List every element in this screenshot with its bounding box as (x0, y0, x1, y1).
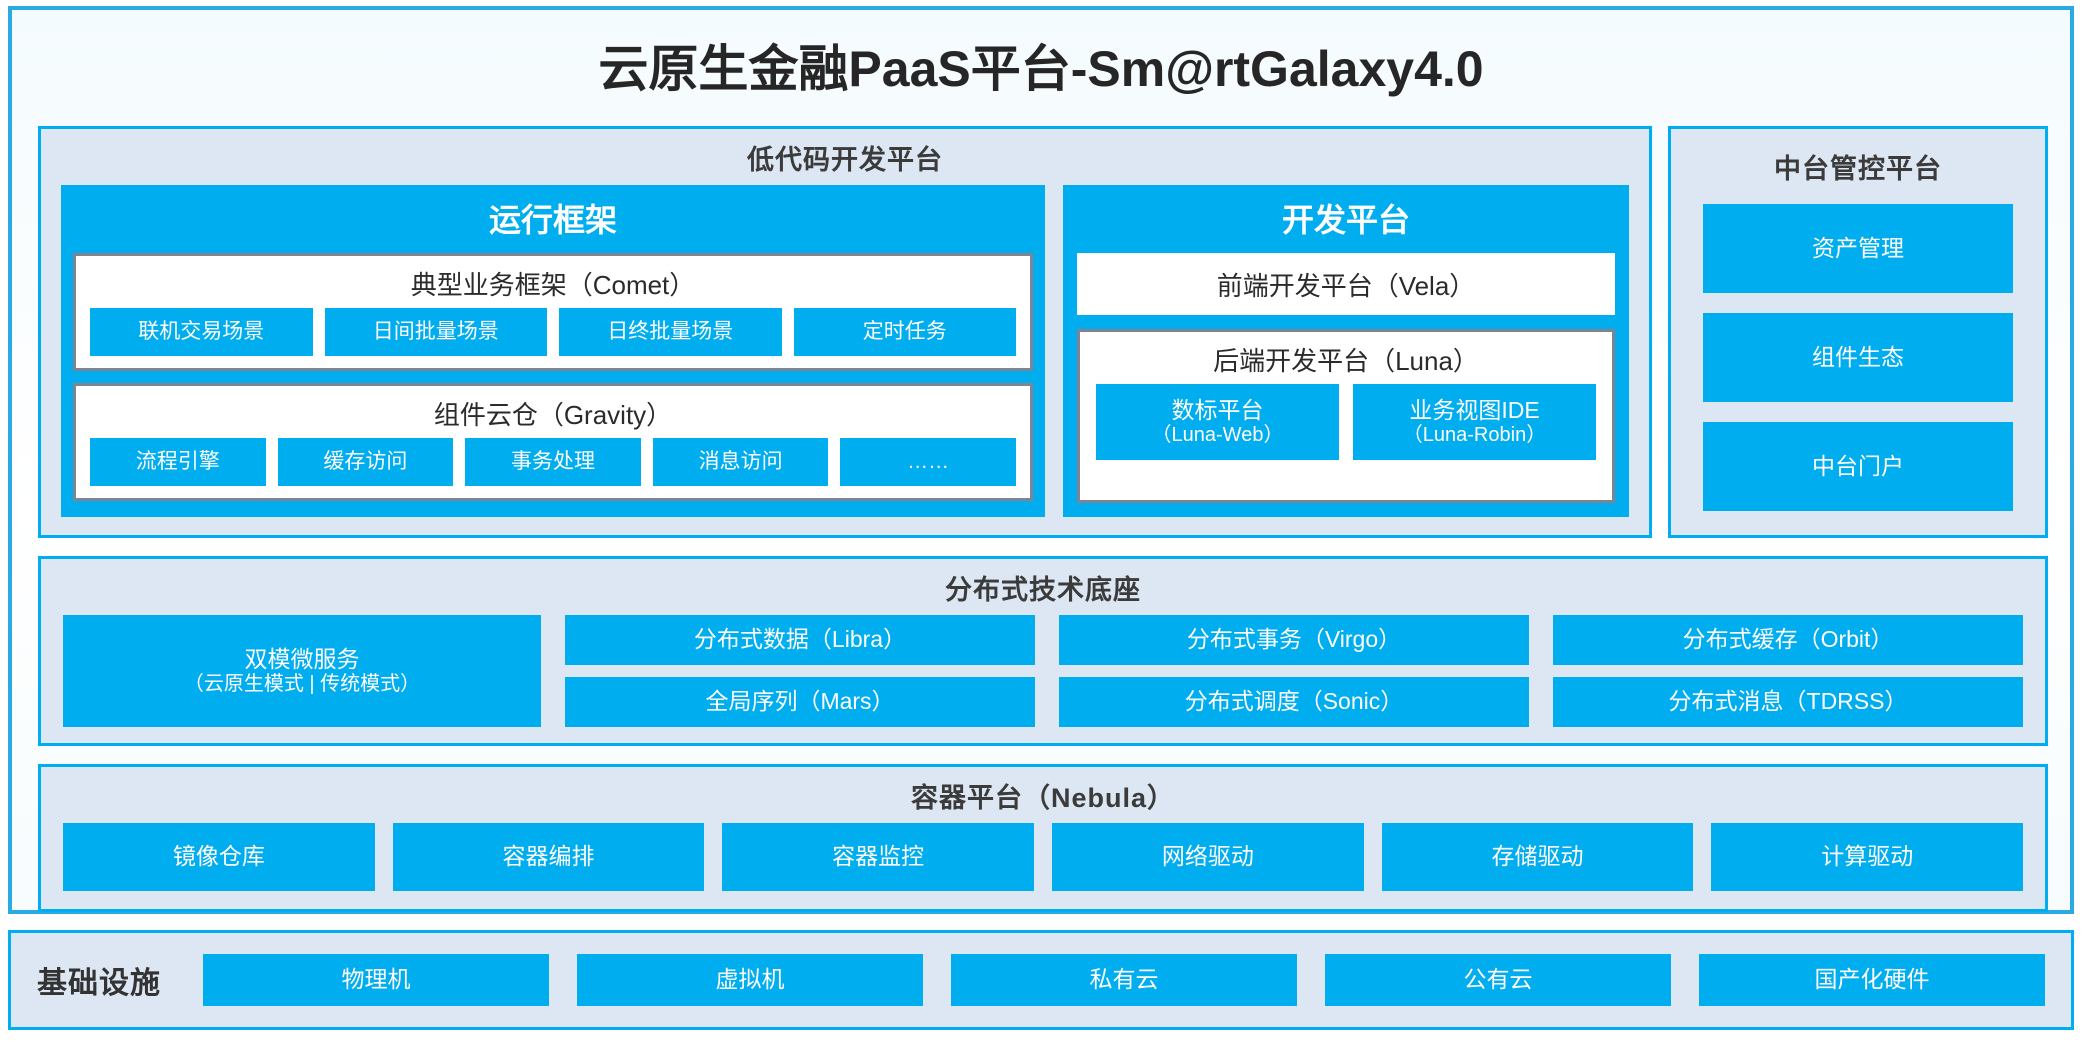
comet-group-title: 典型业务框架（Comet） (410, 270, 696, 300)
runtime-framework-box: 运行框架 典型业务框架（Comet） 联机交易场景 日间批量场景 日终批量场景 … (61, 185, 1045, 517)
tile-container-monitoring[interactable]: 容器监控 (722, 823, 1035, 891)
tile-message-access[interactable]: 消息访问 (652, 438, 829, 486)
tile-container-orchestration[interactable]: 容器编排 (392, 823, 705, 891)
gravity-chip-row: 流程引擎 缓存访问 事务处理 消息访问 …… (76, 438, 1030, 486)
tile-intraday-batch-scenario[interactable]: 日间批量场景 (324, 308, 547, 356)
tile-physical-machine[interactable]: 物理机 (203, 954, 549, 1006)
tile-luna-web[interactable]: 数标平台 （Luna-Web） (1096, 384, 1339, 460)
page-title-bar: 云原生金融PaaS平台-Sm@rtGalaxy4.0 (12, 10, 2070, 120)
row-platforms: 低代码开发平台 运行框架 典型业务框架（Comet） 联机交易场景 日间批量场景… (38, 126, 2048, 538)
tile-domestic-hardware[interactable]: 国产化硬件 (1699, 954, 2045, 1006)
container-platform-panel: 容器平台（Nebula） 镜像仓库 容器编排 容器监控 网络驱动 存储驱动 计算… (38, 764, 2048, 912)
tile-distributed-scheduling-sonic[interactable]: 分布式调度（Sonic） (1059, 677, 1529, 727)
tile-dual-mode-modes: （云原生模式 | 传统模式） (183, 672, 421, 695)
comet-group: 典型业务框架（Comet） 联机交易场景 日间批量场景 日终批量场景 定时任务 (73, 253, 1033, 371)
development-platform-title: 开发平台 (1281, 202, 1410, 238)
tile-compute-driver[interactable]: 计算驱动 (1711, 823, 2024, 891)
development-platform-box: 开发平台 前端开发平台（Vela） 后端开发平台（Luna） 数标平台 （Lun… (1063, 185, 1629, 517)
main-frame: 云原生金融PaaS平台-Sm@rtGalaxy4.0 低代码开发平台 运行框架 … (8, 6, 2074, 914)
tile-image-registry[interactable]: 镜像仓库 (63, 823, 375, 891)
midoffice-platform-panel: 中台管控平台 资产管理 组件生态 中台门户 (1668, 126, 2048, 538)
lowcode-platform-body: 运行框架 典型业务框架（Comet） 联机交易场景 日间批量场景 日终批量场景 … (41, 185, 1649, 535)
tile-process-engine[interactable]: 流程引擎 (90, 438, 266, 486)
tile-luna-web-code: （Luna-Web） (1151, 423, 1284, 446)
tile-virtual-machine[interactable]: 虚拟机 (577, 954, 923, 1006)
distributed-base-body: 双模微服务 （云原生模式 | 传统模式） 分布式数据（Libra） 全局序列（M… (41, 615, 2045, 743)
tile-dual-mode-name: 双模微服务 (244, 645, 360, 672)
gravity-group: 组件云仓（Gravity） 流程引擎 缓存访问 事务处理 消息访问 …… (73, 383, 1033, 501)
tile-luna-robin[interactable]: 业务视图IDE （Luna-Robin） (1353, 384, 1596, 460)
tile-distributed-cache-orbit[interactable]: 分布式缓存（Orbit） (1553, 615, 2023, 665)
tile-eod-batch-scenario[interactable]: 日终批量场景 (559, 308, 782, 356)
page-title: 云原生金融PaaS平台-Sm@rtGalaxy4.0 (598, 41, 1484, 97)
tile-global-sequence-mars[interactable]: 全局序列（Mars） (565, 677, 1035, 727)
comet-chip-row: 联机交易场景 日间批量场景 日终批量场景 定时任务 (76, 308, 1030, 356)
tile-more-ellipsis[interactable]: …… (840, 438, 1016, 486)
tile-transaction-processing[interactable]: 事务处理 (465, 438, 641, 486)
tile-distributed-message-tdrss[interactable]: 分布式消息（TDRSS） (1553, 677, 2023, 727)
tile-public-cloud[interactable]: 公有云 (1325, 954, 1671, 1006)
container-platform-items: 镜像仓库 容器编排 容器监控 网络驱动 存储驱动 计算驱动 (41, 823, 2045, 909)
tile-component-ecosystem[interactable]: 组件生态 (1703, 313, 2013, 402)
dual-mode-microservice-col: 双模微服务 （云原生模式 | 传统模式） (63, 615, 541, 727)
runtime-framework-title: 运行框架 (488, 202, 617, 238)
tile-scheduled-task[interactable]: 定时任务 (793, 308, 1016, 356)
tile-private-cloud[interactable]: 私有云 (951, 954, 1297, 1006)
luna-chip-row: 数标平台 （Luna-Web） 业务视图IDE （Luna-Robin） (1080, 384, 1612, 460)
distributed-col-1: 分布式数据（Libra） 全局序列（Mars） (565, 615, 1035, 727)
tile-distributed-data-libra[interactable]: 分布式数据（Libra） (565, 615, 1035, 665)
tile-storage-driver[interactable]: 存储驱动 (1381, 823, 1694, 891)
frontend-platform-vela[interactable]: 前端开发平台（Vela） (1077, 253, 1615, 315)
backend-platform-luna-group: 后端开发平台（Luna） 数标平台 （Luna-Web） (1077, 329, 1615, 503)
backend-platform-luna-title: 后端开发平台（Luna） (1213, 346, 1479, 376)
tile-luna-robin-code: （Luna-Robin） (1402, 423, 1547, 446)
tile-distributed-transaction-virgo[interactable]: 分布式事务（Virgo） (1059, 615, 1529, 665)
distributed-col-3: 分布式缓存（Orbit） 分布式消息（TDRSS） (1553, 615, 2023, 727)
tile-network-driver[interactable]: 网络驱动 (1052, 823, 1364, 891)
lowcode-platform-panel: 低代码开发平台 运行框架 典型业务框架（Comet） 联机交易场景 日间批量场景… (38, 126, 1652, 538)
distributed-base-panel: 分布式技术底座 双模微服务 （云原生模式 | 传统模式） 分布式数据（Libra… (38, 556, 2048, 746)
tile-dual-mode-microservice[interactable]: 双模微服务 （云原生模式 | 传统模式） (63, 615, 541, 727)
midoffice-items: 资产管理 组件生态 中台门户 (1671, 194, 2045, 535)
tile-cache-access[interactable]: 缓存访问 (277, 438, 454, 486)
midoffice-platform-title: 中台管控平台 (1774, 154, 1942, 184)
tile-asset-management[interactable]: 资产管理 (1703, 204, 2013, 293)
tile-luna-web-name: 数标平台 (1171, 396, 1264, 423)
distributed-col-2: 分布式事务（Virgo） 分布式调度（Sonic） (1059, 615, 1529, 727)
lowcode-platform-title: 低代码开发平台 (747, 145, 943, 175)
distributed-base-title: 分布式技术底座 (945, 575, 1141, 605)
infrastructure-label: 基础设施 (37, 967, 161, 1000)
tile-midoffice-portal[interactable]: 中台门户 (1703, 422, 2013, 511)
infrastructure-panel: 基础设施 物理机 虚拟机 私有云 公有云 国产化硬件 (8, 930, 2074, 1030)
container-platform-title: 容器平台（Nebula） (910, 783, 1176, 813)
tile-luna-robin-name: 业务视图IDE (1409, 396, 1540, 423)
tile-online-transaction-scenario[interactable]: 联机交易场景 (90, 308, 313, 356)
gravity-group-title: 组件云仓（Gravity） (433, 400, 673, 430)
